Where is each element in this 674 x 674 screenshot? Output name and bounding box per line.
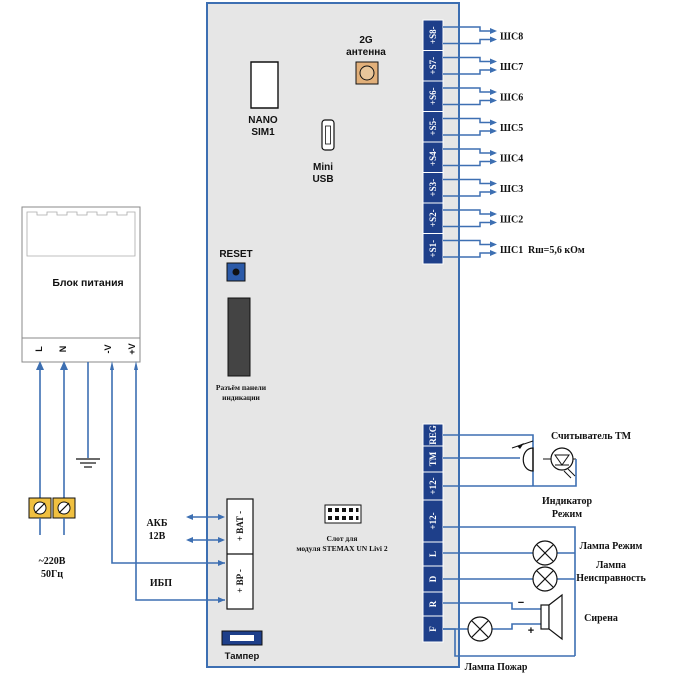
lamp-fire-icon: [467, 616, 493, 642]
antenna-icon: [359, 65, 375, 81]
zone-label: ШС1: [500, 245, 523, 256]
reset-label: RESET: [219, 249, 252, 260]
antenna-label-1: 2G: [359, 35, 373, 46]
lamp-fire-label: Лампа Пожар: [465, 662, 528, 673]
mains-frequency: 50Гц: [41, 569, 63, 580]
slot-label-2: модуля STEMAX UN Livi 2: [296, 544, 388, 553]
siren-icon: [540, 593, 563, 641]
power-terminal-n: N: [58, 346, 68, 353]
power-supply-title: Блок питания: [52, 277, 123, 289]
zone-label: ШС6: [500, 92, 523, 103]
lamp-mode-label: Лампа Режим: [580, 541, 643, 552]
zone-terminal-label: +S4-: [428, 148, 438, 166]
zone-terminal-label: +S2-: [428, 209, 438, 227]
zone-terminal-strip: +S8- ШС8 +S7- ШС7 +S6- ШС6 +S5- ШС5 +S4- ШС4 +S3- Ш…: [422, 19, 585, 265]
siren-label: Сирена: [584, 613, 618, 624]
module-slot-pins: [324, 504, 362, 524]
zone-terminal: [422, 233, 444, 265]
output-terminal-label: R: [428, 600, 438, 607]
power-supply-terminals: [21, 337, 141, 363]
ibp-label: ИБП: [150, 578, 172, 589]
indicator-label-1: Индикатор: [542, 496, 592, 507]
output-terminal-label: F: [428, 626, 438, 632]
sim-label-2: SIM1: [251, 127, 275, 138]
output-terminal-label: L: [428, 551, 438, 557]
mains-voltage: ~220В: [39, 556, 66, 567]
output-terminal-strip: REG TM +12- +12- L D R F: [422, 423, 444, 643]
zone-terminal-label: +S8-: [428, 26, 438, 44]
power-terminal-minus: -V: [103, 345, 113, 354]
zone-wires: [443, 26, 497, 258]
antenna-label-2: антенна: [346, 47, 386, 58]
lamp-fault-label-2: Неисправность: [576, 573, 646, 584]
tamper-label: Тампер: [225, 651, 260, 662]
usb-port-icon: [321, 119, 335, 151]
zone-terminal-label: +S5-: [428, 118, 438, 136]
reader-icon: [511, 440, 534, 472]
panel-connector-label-2: индикации: [222, 393, 260, 402]
zone-terminal-label: +S1-: [428, 240, 438, 258]
sim-label-1: NANO: [248, 115, 278, 126]
panel-connector-label-1: Разъём панели: [216, 383, 267, 392]
usb-label-1: Mini: [313, 162, 333, 173]
power-wires: [110, 361, 225, 603]
zone-label: ШС3: [500, 184, 523, 195]
lamp-wiring: [443, 526, 576, 657]
zone-label: ШС4: [500, 153, 523, 164]
output-terminal-label: +12-: [428, 512, 438, 529]
zone-terminal-label: +S6-: [428, 87, 438, 105]
zone-label: ШС2: [500, 214, 523, 225]
siren-minus: −: [518, 597, 524, 609]
sim-card-icon: [250, 61, 279, 109]
indicator-led-icon: [543, 447, 577, 479]
power-terminal-plus: +V: [127, 343, 137, 354]
akb-label-2: 12В: [149, 531, 166, 542]
akb-label-1: АКБ: [146, 518, 167, 529]
output-terminal-label: REG: [428, 425, 438, 445]
output-terminal-label: D: [428, 575, 438, 582]
zone-resistor-label: Rш=5,6 кОм: [528, 245, 585, 256]
ground-icon: [76, 458, 100, 468]
zone-terminal-label: +S3-: [428, 179, 438, 197]
zone-label: ШС8: [500, 31, 523, 42]
mains-wires: [36, 361, 89, 498]
output-terminal-label: +12-: [428, 477, 438, 494]
power-terminal-l: L: [34, 346, 44, 352]
zone-label: ШС5: [500, 123, 523, 134]
reader-wiring: [443, 434, 577, 487]
zone-label: ШС7: [500, 62, 523, 73]
lamp-fault-label-1: Лампа: [596, 560, 626, 571]
indicator-label-2: Режим: [552, 509, 582, 520]
zone-terminal-label: +S7-: [428, 57, 438, 75]
reader-label: Считыватель ТМ: [551, 431, 632, 442]
panel-connector: [227, 297, 251, 377]
output-terminal-label: TM: [428, 451, 438, 466]
lamp-mode-icon: [532, 540, 558, 566]
bp-terminal-label: + BP -: [235, 569, 245, 593]
bat-terminal-label: + BAT -: [235, 511, 245, 541]
slot-label-1: Слот для: [327, 534, 358, 543]
lamp-fault-icon: [532, 566, 558, 592]
usb-label-2: USB: [312, 174, 333, 185]
mains-terminal-block: [28, 497, 76, 535]
siren-plus: +: [528, 625, 534, 637]
power-supply-block: [21, 206, 141, 339]
